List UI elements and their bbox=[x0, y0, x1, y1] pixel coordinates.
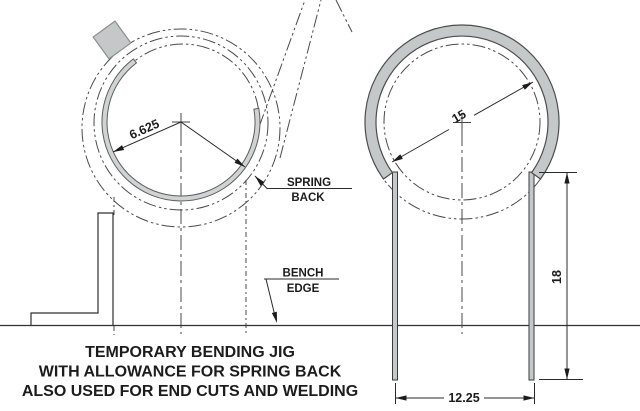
leg-spacing-dimension: 12.25 bbox=[395, 383, 535, 405]
pipe-diameter-dimension: 15 bbox=[391, 81, 534, 163]
bench-edge-callout: BENCH EDGE bbox=[264, 268, 339, 323]
pipe-tail-phantom-line-3 bbox=[335, 0, 353, 33]
jig-side-view: 6.625 SPRING BACK bbox=[30, 0, 353, 335]
caption-line-3: ALSO USED FOR END CUTS AND WELDING bbox=[22, 383, 358, 400]
pipe-phantom-circle bbox=[383, 43, 541, 201]
right-leg bbox=[528, 171, 535, 381]
stop-block bbox=[92, 20, 132, 60]
pipe-tail-phantom-line-2 bbox=[279, 0, 322, 159]
jig-band-phantom-gap-arc bbox=[134, 43, 259, 109]
bench-edge-label-line2: EDGE bbox=[287, 283, 320, 295]
ring-center-mark bbox=[453, 113, 471, 131]
leg-height-value: 18 bbox=[550, 270, 564, 284]
pipe-ring-front-view: 15 18 12.25 bbox=[364, 24, 583, 405]
jig-radius-dimension: 6.625 bbox=[112, 117, 246, 168]
spring-back-phantom-circle bbox=[81, 28, 281, 228]
bench-edge-label-line1: BENCH bbox=[283, 268, 324, 280]
spring-back-callout: SPRING BACK bbox=[254, 175, 352, 204]
leg-spacing-value: 12.25 bbox=[448, 391, 479, 405]
left-leg bbox=[392, 171, 398, 381]
stop-bracket bbox=[30, 212, 114, 326]
jig-form-band bbox=[101, 58, 261, 202]
caption-line-2: WITH ALLOWANCE FOR SPRING BACK bbox=[39, 364, 342, 381]
pipe-diameter-value: 15 bbox=[449, 107, 468, 126]
spring-back-label-line1: SPRING bbox=[287, 177, 331, 189]
spring-back-label-line2: BACK bbox=[291, 192, 325, 204]
caption-line-1: TEMPORARY BENDING JIG bbox=[85, 344, 295, 361]
ring-saddle-band bbox=[364, 24, 560, 180]
leg-height-dimension: 18 bbox=[539, 172, 583, 380]
drawing-caption: TEMPORARY BENDING JIG WITH ALLOWANCE FOR… bbox=[22, 344, 358, 400]
